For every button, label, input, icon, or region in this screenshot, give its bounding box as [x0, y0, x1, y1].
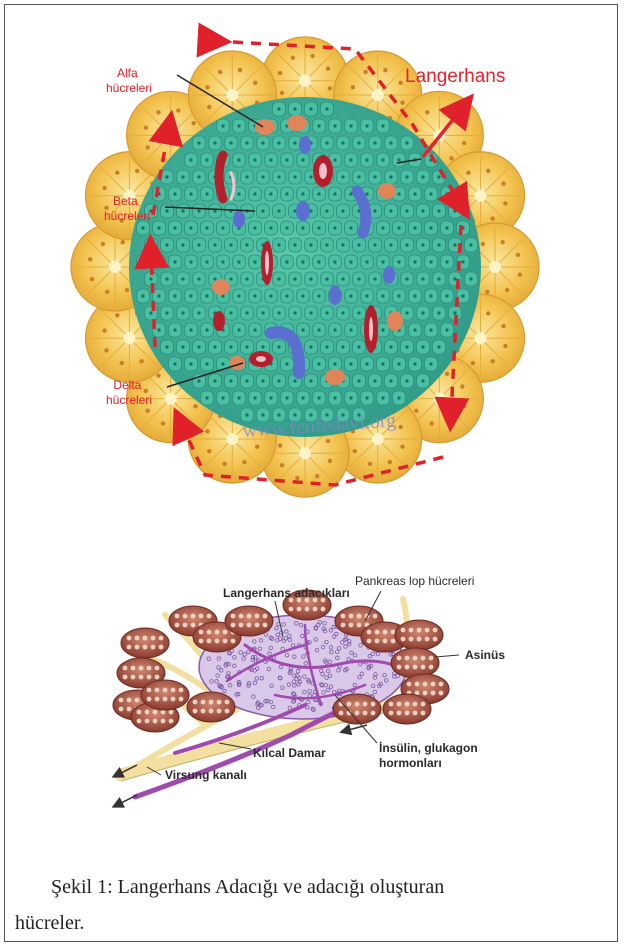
- figure-frame: www.fenfedavi.org Alfa hücreleri: [4, 4, 618, 942]
- caption-line-1: Şekil 1: Langerhans Adacığı ve adacığı o…: [15, 869, 615, 905]
- acinar-lobe: [391, 648, 439, 678]
- acinar-lobe: [225, 606, 273, 636]
- label-insulin-glukagon: İnsülin, glukagon hormonları: [379, 740, 481, 770]
- label-asinus: Asinüs: [465, 648, 505, 662]
- acinar-lobe: [141, 680, 189, 710]
- acinar-lobe: [187, 692, 235, 722]
- acinar-lobe: [395, 620, 443, 650]
- label-virsung-kanali: Virsung kanalı: [165, 768, 247, 782]
- acinar-lobe: [121, 628, 169, 658]
- label-langerhans: Langerhans: [405, 66, 505, 87]
- flow-arrow-2: [117, 795, 137, 805]
- acinar-lobe: [383, 694, 431, 724]
- label-pankreas-lop: Pankreas lop hücreleri: [355, 574, 474, 588]
- label-alfa: Alfa hücreleri: [106, 66, 152, 95]
- caption-line-2: hücreler.: [15, 905, 615, 941]
- label-langerhans-adaciklari: Langerhans adacıkları: [223, 586, 350, 600]
- asinus-pointer-line: [435, 655, 459, 657]
- label-kilcal-damar: Kılcal Damar: [253, 746, 326, 760]
- islet-illustration: www.fenfedavi.org Alfa hücreleri: [71, 37, 539, 497]
- figure-caption: Şekil 1: Langerhans Adacığı ve adacığı o…: [15, 869, 615, 941]
- langerhans-figure: www.fenfedavi.org Alfa hücreleri: [5, 5, 618, 942]
- pancreas-illustration: Pankreas lop hücreleri Langerhans adacık…: [113, 574, 505, 805]
